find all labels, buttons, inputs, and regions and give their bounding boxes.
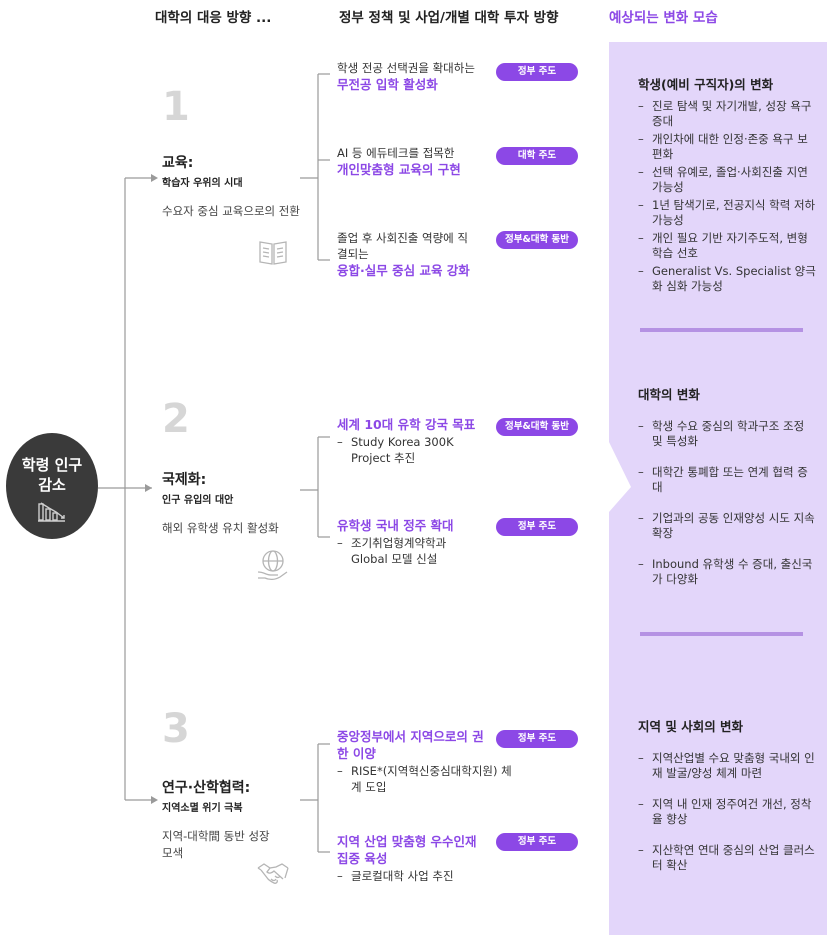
root-label-line1: 학령 인구 [21, 456, 83, 474]
policy-highlight: 유학생 국내 정주 확대 [337, 518, 454, 533]
section-education: 교육: 학습자 우위의 시대 수요자 중심 교육으로의 전환 [162, 152, 302, 220]
policy-highlight: 세계 10대 유학 강국 목표 [337, 417, 476, 432]
policy-highlight: 무전공 입학 활성화 [337, 77, 438, 92]
change-item: 선택 유예로, 졸업·사회진출 지연 가능성 [638, 165, 818, 195]
policy-lead: AI 등 에듀테크를 접목한 [337, 146, 455, 160]
connector-lines [98, 73, 330, 853]
column-header-response: 대학의 대응 방향 ... [155, 10, 272, 26]
column-header-changes: 예상되는 변화 모습 [609, 10, 718, 26]
change-item: 대학간 통폐합 또는 연계 협력 증대 [638, 465, 818, 495]
policy-lead: 학생 전공 선택권을 확대하는 [337, 61, 475, 75]
policy-item: 지역 산업 맞춤형 우수인재 집중 육성 글로컬대학 사업 추진 [337, 833, 487, 884]
separator [640, 632, 803, 636]
policy-bullet: 글로컬대학 사업 추진 [337, 868, 517, 884]
policy-bullet: RISE*(지역혁신중심대학지원) 체계 도입 [337, 763, 517, 795]
separator [640, 328, 803, 332]
change-item: 지역산업별 수요 맞춤형 국내외 인재 발굴/양성 체계 마련 [638, 751, 818, 781]
status-badge: 정부 주도 [496, 730, 578, 748]
status-badge: 정부 주도 [496, 833, 578, 851]
section-research: 연구·산학협력: 지역소멸 위기 극복 지역-대학間 동반 성장 모색 [162, 777, 302, 862]
policy-highlight: 개인맞춤형 교육의 구현 [337, 162, 461, 177]
status-badge: 정부&대학 동반 [496, 418, 578, 436]
university-changes: 대학의 변화 학생 수요 중심의 학과구조 조정 및 특성화 대학간 통폐합 또… [638, 384, 818, 587]
change-item: Generalist Vs. Specialist 양극화 심화 가능성 [638, 264, 818, 294]
status-badge: 정부 주도 [496, 63, 578, 81]
section-internationalization: 국제화: 인구 유입의 대안 해외 유학생 유치 활성화 [162, 469, 302, 537]
policy-item: 유학생 국내 정주 확대 조기취업형계약학과 Global 모델 신설 [337, 517, 493, 567]
change-item: 학생 수요 중심의 학과구조 조정 및 특성화 [638, 419, 818, 449]
section-description: 수요자 중심 교육으로의 전환 [162, 204, 300, 218]
globe-hand-icon [256, 548, 290, 586]
change-item: 개인 필요 기반 자기주도적, 변형 학습 선호 [638, 231, 818, 261]
section-subtitle: 인구 유입의 대안 [162, 495, 234, 506]
root-label-line2: 감소 [38, 476, 66, 494]
change-group-title: 대학의 변화 [638, 387, 700, 402]
policy-highlight: 융합·실무 중심 교육 강화 [337, 263, 470, 278]
section-subtitle: 학습자 우위의 시대 [162, 178, 243, 189]
status-badge: 대학 주도 [496, 147, 578, 165]
regional-changes: 지역 및 사회의 변화 지역산업별 수요 맞춤형 국내외 인재 발굴/양성 체계… [638, 716, 818, 873]
change-item: Inbound 유학생 수 증대, 출신국가 다양화 [638, 557, 818, 587]
section-title: 연구·산학협력: [162, 780, 251, 796]
section-title: 교육: [162, 155, 194, 171]
change-item: 지역 내 인재 정주여건 개선, 정착율 향상 [638, 797, 818, 827]
status-badge: 정부 주도 [496, 518, 578, 536]
policy-item: 졸업 후 사회진출 역량에 직결되는 융합·실무 중심 교육 강화 [337, 230, 477, 279]
change-item: 진로 탐색 및 자기개발, 성장 욕구 증대 [638, 99, 818, 129]
change-group-title: 지역 및 사회의 변화 [638, 719, 744, 734]
section-subtitle: 지역소멸 위기 극복 [162, 803, 243, 814]
policy-item: AI 등 에듀테크를 접목한 개인맞춤형 교육의 구현 [337, 145, 493, 178]
change-item: 기업과의 공동 인재양성 시도 지속 확장 [638, 511, 818, 541]
policy-highlight: 중앙정부에서 지역으로의 권한 이양 [337, 729, 484, 761]
change-item: 지산학연 연대 중심의 산업 클러스터 확산 [638, 843, 818, 873]
change-item: 개인차에 대한 인정·존중 욕구 보편화 [638, 132, 818, 162]
section-number: 2 [162, 396, 190, 442]
handshake-icon [256, 860, 290, 892]
root-node: 학령 인구 감소 [6, 433, 98, 539]
section-title: 국제화: [162, 472, 207, 488]
policy-highlight: 지역 산업 맞춤형 우수인재 집중 육성 [337, 834, 477, 866]
status-badge: 정부&대학 동반 [496, 231, 578, 249]
change-item: 1년 탐색기로, 전공지식 학력 저하 가능성 [638, 198, 818, 228]
section-number: 3 [162, 706, 190, 752]
section-description: 해외 유학생 유치 활성화 [162, 521, 279, 535]
policy-item: 중앙정부에서 지역으로의 권한 이양 RISE*(지역혁신중심대학지원) 체계 … [337, 728, 512, 795]
section-number: 1 [162, 84, 190, 130]
policy-bullet: 조기취업형계약학과 Global 모델 신설 [337, 535, 477, 567]
policy-item: 학생 전공 선택권을 확대하는 무전공 입학 활성화 [337, 60, 493, 93]
change-group-title: 학생(예비 구직자)의 변화 [638, 77, 774, 92]
open-book-icon [258, 238, 288, 270]
column-header-policy: 정부 정책 및 사업/개별 대학 투자 방향 [339, 10, 559, 26]
section-description: 지역-대학間 동반 성장 모색 [162, 829, 270, 860]
student-changes: 학생(예비 구직자)의 변화 진로 탐색 및 자기개발, 성장 욕구 증대 개인… [638, 74, 818, 294]
policy-item: 세계 10대 유학 강국 목표 Study Korea 300K Project… [337, 416, 493, 466]
declining-bar-chart-icon [6, 501, 98, 527]
policy-lead: 졸업 후 사회진출 역량에 직결되는 [337, 231, 469, 261]
policy-bullet: Study Korea 300K Project 추진 [337, 434, 477, 466]
